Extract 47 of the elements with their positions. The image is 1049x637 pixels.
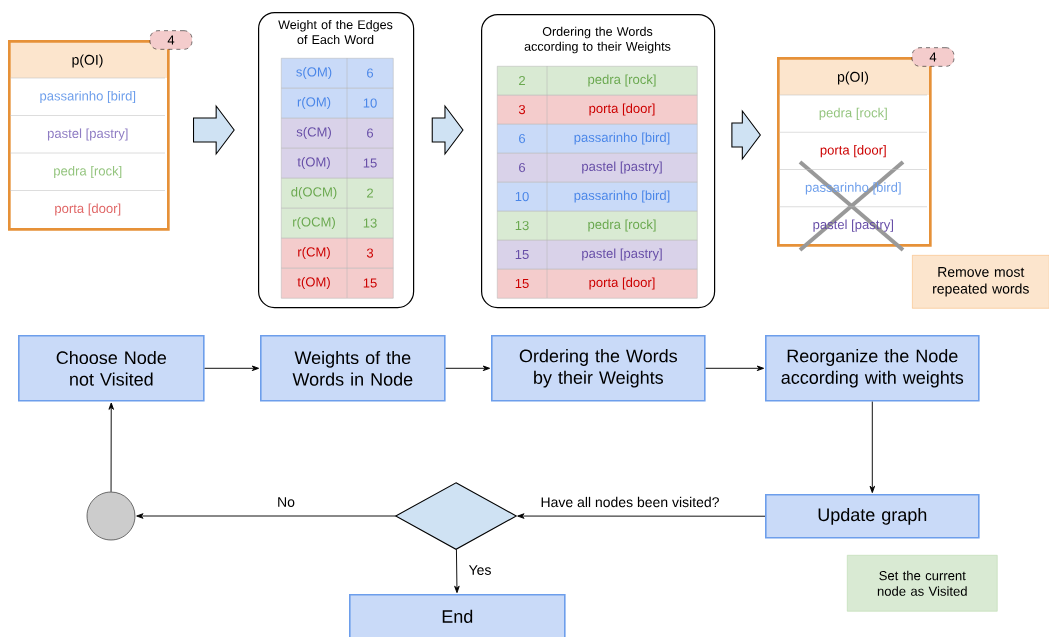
table-row: 6 pastel [pastry] [497, 152, 698, 183]
table-row: t(OM) 15 [281, 267, 394, 299]
block-arrow [193, 104, 235, 156]
process-box: Reorganize the Node according with weights [765, 335, 980, 402]
arrow [869, 401, 876, 494]
arrow [454, 548, 460, 594]
process-box: Choose Node not Visited [18, 335, 205, 402]
table-row: pastel [pastry] [9, 115, 166, 141]
process-box: Update graph [765, 494, 980, 539]
table-row: 13 pedra [rock] [497, 210, 698, 241]
table-row: s(CM) 6 [281, 117, 394, 149]
table-row: 15 pastel [pastry] [497, 239, 698, 270]
table-row: 15 porta [door] [497, 268, 698, 299]
edge-label: No [275, 495, 297, 509]
block-arrow [431, 104, 464, 156]
table-row: pedra [rock] [778, 94, 928, 120]
count-badge: 4 [149, 30, 193, 50]
process-box: Ordering the Words by their Weights [491, 335, 706, 402]
arrow [445, 365, 491, 372]
table-row: pedra [rock] [9, 152, 166, 179]
table-row: r(OCM) 13 [281, 207, 394, 239]
process-box: Weights of the Words in Node [260, 335, 446, 402]
table-row: 2 pedra [rock] [497, 65, 698, 96]
edge-label: Yes [467, 563, 493, 577]
table-row: 10 passarinho [bird] [497, 181, 698, 212]
table-row: 6 passarinho [bird] [497, 123, 698, 154]
note-box: Remove most repeated words [912, 255, 1049, 309]
edge-label: Have all nodes been visited? [539, 495, 721, 509]
connector-circle [86, 491, 136, 541]
table-row: s(OM) 6 [281, 57, 394, 89]
table-row: 3 porta [door] [497, 94, 698, 125]
table-row: r(OM) 10 [281, 87, 394, 119]
arrow [204, 365, 260, 372]
process-box: End [349, 594, 566, 637]
arrow [136, 513, 397, 519]
table-row: r(CM) 3 [281, 237, 394, 269]
note-box: Set the current node as Visited [847, 555, 998, 612]
count-badge: 4 [911, 47, 955, 67]
table-row: porta [door] [778, 132, 928, 158]
arrow [705, 365, 765, 372]
table-row: t(OM) 15 [281, 147, 394, 179]
arrow [517, 513, 766, 519]
table-row: d(OCM) 2 [281, 177, 394, 209]
arrow [108, 402, 114, 493]
table-row: porta [door] [9, 190, 166, 216]
block-arrow [731, 109, 761, 161]
table-row: passarinho [bird] [9, 77, 166, 104]
